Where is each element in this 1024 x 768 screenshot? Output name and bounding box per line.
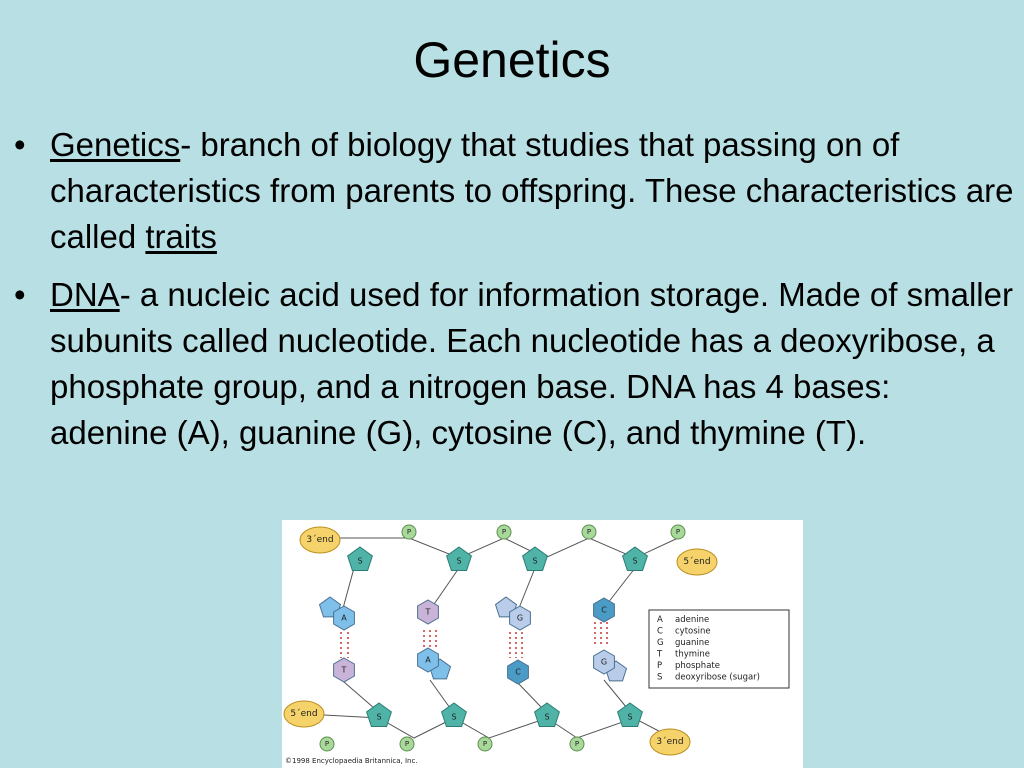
sugar-3 — [622, 546, 648, 571]
figure-copyright: ©1998 Encyclopaedia Britannica, Inc. — [285, 757, 418, 765]
top-base-0 — [333, 605, 355, 631]
sugar-label-3: S — [632, 557, 637, 566]
slide-title: Genetics — [413, 32, 611, 88]
top-base-label-3: C — [601, 606, 607, 615]
legend-name-C: cytosine — [675, 627, 711, 637]
sugar-2 — [522, 546, 548, 571]
phosphate-1 — [496, 524, 512, 540]
end-label-bottom-left-shape — [283, 700, 325, 728]
term-genetics: Genetics — [50, 126, 181, 163]
legend-name-A: adenine — [675, 615, 709, 625]
phosphate-label-6: P — [483, 740, 487, 748]
term-traits: traits — [145, 218, 217, 255]
top-base-label-2: G — [517, 614, 523, 623]
phosphate-2 — [581, 524, 597, 540]
bullet-dna: • DNA- a nucleic acid used for informati… — [14, 272, 1014, 456]
phosphate-7 — [569, 736, 585, 752]
sugar-0 — [347, 546, 373, 571]
hydrogen-bonds — [340, 622, 608, 658]
sugar-label-6: S — [544, 713, 549, 722]
top-base-3 — [593, 597, 615, 623]
bottom-base-1 — [417, 647, 439, 673]
phosphate-4 — [319, 736, 335, 752]
phosphate-5 — [399, 736, 415, 752]
end-label-bottom-left: 5´end — [290, 708, 317, 719]
legend-name-P: phosphate — [675, 661, 720, 671]
phosphate-0 — [401, 524, 417, 540]
bullet-list: • Genetics- branch of biology that studi… — [14, 122, 1014, 468]
bullet-dot: • — [14, 126, 26, 163]
sugar-label-0: S — [357, 557, 362, 566]
top-base-label-1: T — [425, 608, 431, 617]
sugar-label-7: S — [627, 713, 632, 722]
phosphate-label-2: P — [587, 528, 591, 536]
genetics-definition: - branch of biology that studies that pa… — [50, 126, 1014, 255]
phosphate-label-1: P — [502, 528, 506, 536]
legend-name-T: thymine — [675, 650, 710, 660]
top-base-label-0: A — [341, 614, 347, 623]
legend-code-G: G — [657, 638, 664, 648]
sugar-7 — [617, 702, 643, 727]
top-base-1 — [417, 599, 439, 625]
sugar-label-4: S — [376, 713, 381, 722]
phosphate-label-3: P — [676, 528, 680, 536]
phosphate-3 — [670, 524, 686, 540]
term-dna: DNA — [50, 276, 120, 313]
bottom-base-2 — [507, 659, 529, 685]
sugar-label-5: S — [451, 713, 456, 722]
end-label-bottom-right-shape — [649, 728, 691, 756]
end-label-top-right: 5´end — [683, 556, 710, 567]
legend-name-G: guanine — [675, 638, 709, 648]
legend-code-A: A — [657, 615, 663, 625]
end-label-top-right-shape — [676, 548, 718, 576]
dna-definition: - a nucleic acid used for information st… — [50, 276, 1013, 451]
sugar-4 — [366, 702, 392, 727]
bottom-base-label-3: G — [601, 658, 607, 667]
legend-code-P: P — [657, 661, 662, 671]
bottom-base-0 — [333, 657, 355, 683]
sugar-label-2: S — [532, 557, 537, 566]
phosphate-label-5: P — [405, 740, 409, 748]
legend-code-T: T — [656, 650, 663, 660]
end-label-top-left-shape — [299, 526, 341, 554]
bottom-base-label-2: C — [515, 668, 521, 677]
end-label-bottom-right: 3´end — [656, 736, 683, 747]
sugar-5 — [441, 702, 467, 727]
bullet-dot: • — [14, 276, 26, 313]
bullet-genetics: • Genetics- branch of biology that studi… — [14, 122, 1014, 260]
bottom-base-label-1: A — [425, 656, 431, 665]
legend-box — [648, 609, 790, 689]
sugar-1 — [446, 546, 472, 571]
legend-code-C: C — [657, 627, 663, 637]
bottom-base-3 — [593, 649, 615, 675]
end-label-top-left: 3´end — [306, 534, 333, 545]
phosphate-label-0: P — [407, 528, 411, 536]
bottom-base-label-0: T — [341, 666, 347, 675]
phosphate-6 — [477, 736, 493, 752]
phosphate-label-4: P — [325, 740, 329, 748]
top-base-2 — [509, 605, 531, 631]
legend-code-S: S — [657, 673, 662, 683]
sugar-6 — [534, 702, 560, 727]
sugar-label-1: S — [456, 557, 461, 566]
phosphate-label-7: P — [575, 740, 579, 748]
legend-name-S: deoxyribose (sugar) — [675, 673, 760, 683]
